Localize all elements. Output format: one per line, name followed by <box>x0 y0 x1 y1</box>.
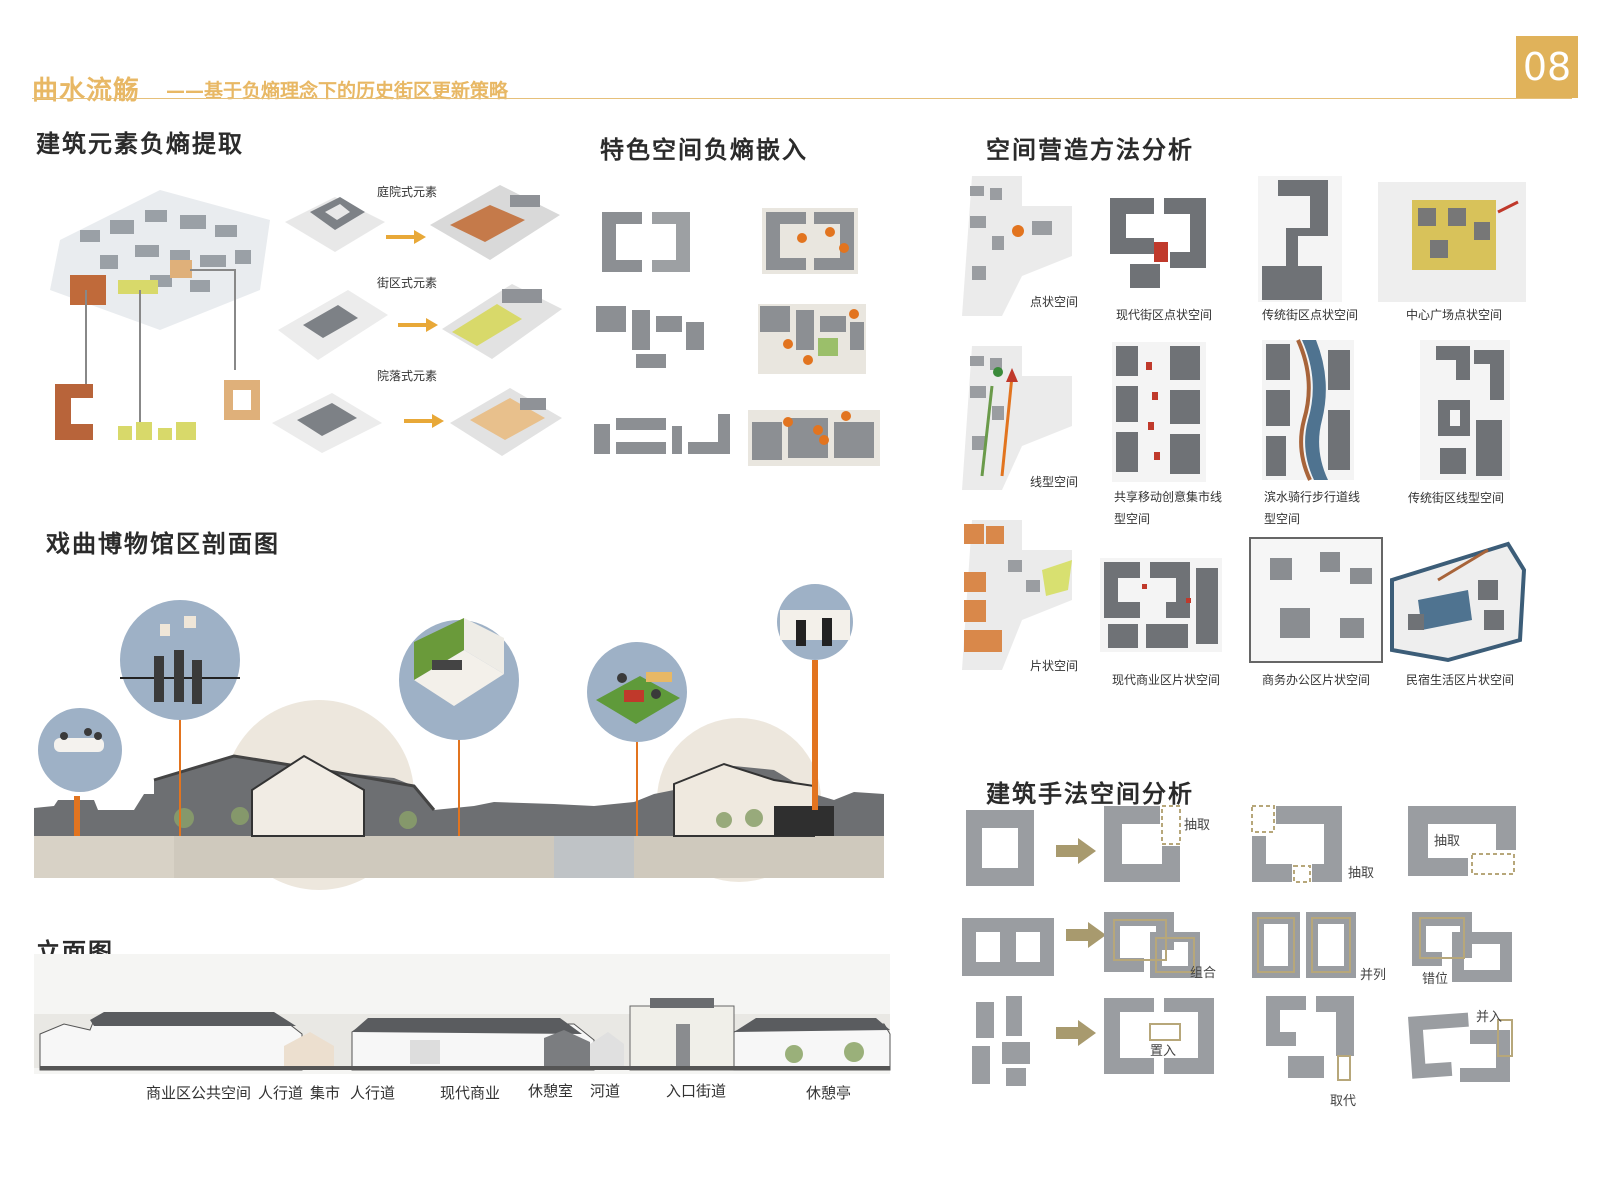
elevation-label-sidewalk-2: 人行道 <box>350 1084 396 1102</box>
extraction-label-yard: 院落式元素 <box>377 369 438 383</box>
embedding-plan-2 <box>596 306 704 368</box>
museum-section-drawing <box>34 584 884 890</box>
method-combine <box>1104 912 1200 978</box>
project-subtitle: ——基于负熵理念下的历史街区更新策略 <box>166 80 509 102</box>
tag-extract-2: 抽取 <box>1348 866 1375 881</box>
method-merge <box>1408 1012 1513 1082</box>
extraction-label-street: 街区式元素 <box>377 276 438 290</box>
section-title-method: 空间营造方法分析 <box>986 136 1194 164</box>
point-plan-traditional <box>1258 176 1342 302</box>
method-parallel <box>1252 912 1356 978</box>
area-plan-commercial <box>1100 558 1222 652</box>
yard-element-icon <box>224 380 260 420</box>
row-label-line: 线型空间 <box>1030 475 1079 489</box>
method-source-square <box>966 810 1034 886</box>
street-result-axon <box>442 284 562 359</box>
tag-merge: 并入 <box>1476 1010 1503 1025</box>
embedding-plan-2-marked <box>758 304 866 374</box>
elevation-label-modern-commerce: 现代商业 <box>440 1084 501 1102</box>
district-axonometric <box>50 190 270 330</box>
project-title: 曲水流觞 <box>32 76 141 106</box>
point-plan-modern <box>1110 198 1206 288</box>
elevation-label-commercial-public: 商业区公共空间 <box>146 1084 252 1102</box>
method-insert <box>1104 998 1214 1074</box>
row-label-point: 点状空间 <box>1030 295 1079 309</box>
elevation-label-sidewalk-1: 人行道 <box>258 1084 304 1102</box>
method-offset <box>1412 912 1512 982</box>
courtyard-result-axon <box>430 185 560 260</box>
section-title-embedding: 特色空间负熵嵌入 <box>600 136 808 164</box>
leader-lines <box>85 269 236 425</box>
arrow-1 <box>386 230 426 244</box>
method-arrow-3 <box>1056 1020 1096 1046</box>
embedding-plan-3 <box>594 414 730 454</box>
extraction-label-courtyard: 庭院式元素 <box>377 185 438 199</box>
method-arrow-2 <box>1066 922 1106 948</box>
elevation-label-river: 河道 <box>590 1082 621 1100</box>
point-caption-modern: 现代街区点状空间 <box>1116 308 1213 322</box>
tag-combine: 组合 <box>1190 966 1217 981</box>
point-caption-traditional: 传统街区点状空间 <box>1262 308 1359 322</box>
method-replace <box>1266 996 1354 1081</box>
method-source-double <box>962 918 1054 976</box>
tag-extract-1: 抽取 <box>1184 818 1211 833</box>
row-label-area: 片状空间 <box>1030 659 1079 673</box>
street-element-icon <box>118 422 196 440</box>
line-caption-market: 共享移动创意集市线型空间 <box>1114 490 1223 526</box>
elevation-label-market: 集市 <box>310 1084 341 1102</box>
embedding-plan-1-marked <box>762 208 858 274</box>
method-extract-1 <box>1104 805 1181 882</box>
courtyard-element-icon <box>55 384 93 440</box>
street-source-axon <box>278 290 388 360</box>
area-caption-office: 商务办公区片状空间 <box>1262 673 1371 687</box>
tag-parallel: 并列 <box>1360 968 1387 983</box>
method-extract-3 <box>1408 806 1516 876</box>
elevation-drawing <box>34 954 891 1074</box>
section-title-extraction: 建筑元素负熵提取 <box>36 130 244 158</box>
area-caption-commercial: 现代商业区片状空间 <box>1112 673 1221 687</box>
area-space-key-map <box>962 520 1072 670</box>
yard-source-axon <box>272 393 382 453</box>
point-space-key-map <box>962 176 1072 316</box>
embedding-plan-1 <box>602 212 690 272</box>
embedding-plan-3-marked <box>748 410 880 466</box>
line-plan-waterfront <box>1262 339 1354 481</box>
line-space-key-map <box>962 346 1072 490</box>
area-caption-homestay: 民宿生活区片状空间 <box>1406 673 1515 687</box>
section-title-museum-section: 戏曲博物馆区剖面图 <box>46 530 280 558</box>
method-extract-2 <box>1251 805 1342 883</box>
elevation-label-pavilion: 休憩亭 <box>806 1084 852 1102</box>
tag-replace: 取代 <box>1330 1094 1357 1109</box>
method-arrow-1 <box>1056 838 1096 864</box>
tag-offset: 错位 <box>1422 972 1449 987</box>
line-plan-market <box>1112 342 1206 482</box>
arrow-2 <box>398 318 438 332</box>
area-plan-homestay <box>1390 541 1527 663</box>
section-title-building-method: 建筑手法空间分析 <box>986 780 1194 808</box>
elevation-label-entrance-street: 入口街道 <box>666 1082 727 1100</box>
courtyard-source-axon <box>285 197 385 252</box>
tag-insert: 置入 <box>1150 1044 1177 1059</box>
point-plan-plaza <box>1378 182 1526 302</box>
line-plan-traditional <box>1420 340 1510 480</box>
method-source-pieces <box>972 996 1030 1086</box>
page-number: 08 <box>1516 36 1578 98</box>
header-divider <box>32 98 1572 99</box>
line-caption-traditional: 传统街区线型空间 <box>1408 491 1505 505</box>
elevation-label-rest-room: 休憩室 <box>528 1082 574 1100</box>
arrow-3 <box>404 414 444 428</box>
line-caption-waterfront: 滨水骑行步行道线型空间 <box>1264 490 1361 526</box>
area-plan-office <box>1249 537 1383 663</box>
yard-result-axon <box>450 388 562 456</box>
tag-extract-3: 抽取 <box>1434 834 1461 849</box>
point-caption-plaza: 中心广场点状空间 <box>1406 308 1503 322</box>
